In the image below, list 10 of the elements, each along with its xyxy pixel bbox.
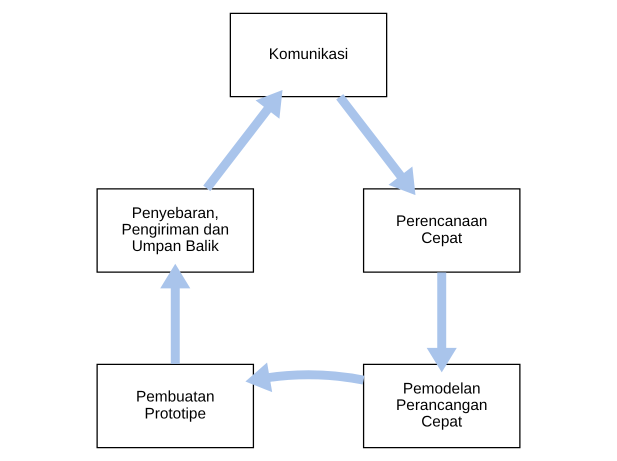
node-box: Pemodelan Perancangan Cepat [362,364,521,448]
node-box: Pembuatan Prototipe [96,364,254,448]
arrow [426,272,457,372]
arrow [160,264,190,364]
node-box: Komunikasi [230,12,388,98]
node-box: Perencanaan Cepat [362,188,521,273]
arrow [336,94,416,196]
arrow [203,90,283,192]
arrow [245,362,364,392]
node-box: Penyebaran, Pengiriman dan Umpan Balik [96,188,254,273]
